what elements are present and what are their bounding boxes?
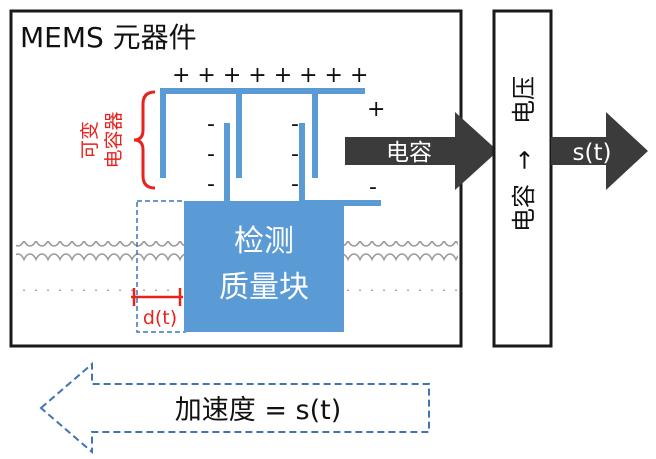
top-plus-charges: + + + + + + + + [172, 63, 368, 88]
mems-title: MEMS 元器件 [20, 21, 197, 54]
left-spring [16, 241, 184, 291]
svg-text:-: - [207, 112, 215, 137]
moving-electrode [224, 123, 381, 206]
proof-mass-line1: 检测 [234, 224, 294, 259]
converter-box [492, 9, 553, 348]
gap-indicator [131, 288, 183, 306]
acceleration-arrow [39, 361, 430, 455]
right-plus-charge: + [367, 97, 385, 122]
svg-text:-: - [291, 112, 299, 137]
acceleration-label: 加速度 = s(t) [175, 395, 342, 426]
proof-mass-line2: 质量块 [219, 270, 309, 305]
right-minus-charge: - [369, 175, 377, 200]
capacitance-arrow-label: 电容 [386, 140, 432, 166]
output-arrow-label: s(t) [573, 140, 612, 166]
proof-mass [184, 201, 344, 332]
minus-charges: - - - - - - [207, 112, 299, 197]
converter-label: 电容 → 电压 [510, 76, 538, 232]
right-spring [342, 241, 458, 291]
svg-text:-: - [291, 172, 299, 197]
capacitance-arrow [345, 112, 498, 190]
capacitor-label-line2: 电容器 [103, 111, 125, 168]
gap-label: d(t) [143, 307, 177, 329]
svg-text:电压: 电压 [510, 76, 538, 124]
capacitor-label-line1: 可变 [79, 121, 101, 159]
svg-text:电容: 电容 [510, 184, 538, 232]
fixed-electrode [160, 88, 365, 178]
capacitor-brace [133, 90, 156, 190]
output-arrow [551, 112, 648, 190]
svg-text:-: - [291, 142, 299, 167]
svg-text:→: → [510, 150, 538, 170]
svg-text:-: - [207, 172, 215, 197]
svg-text:-: - [207, 142, 215, 167]
